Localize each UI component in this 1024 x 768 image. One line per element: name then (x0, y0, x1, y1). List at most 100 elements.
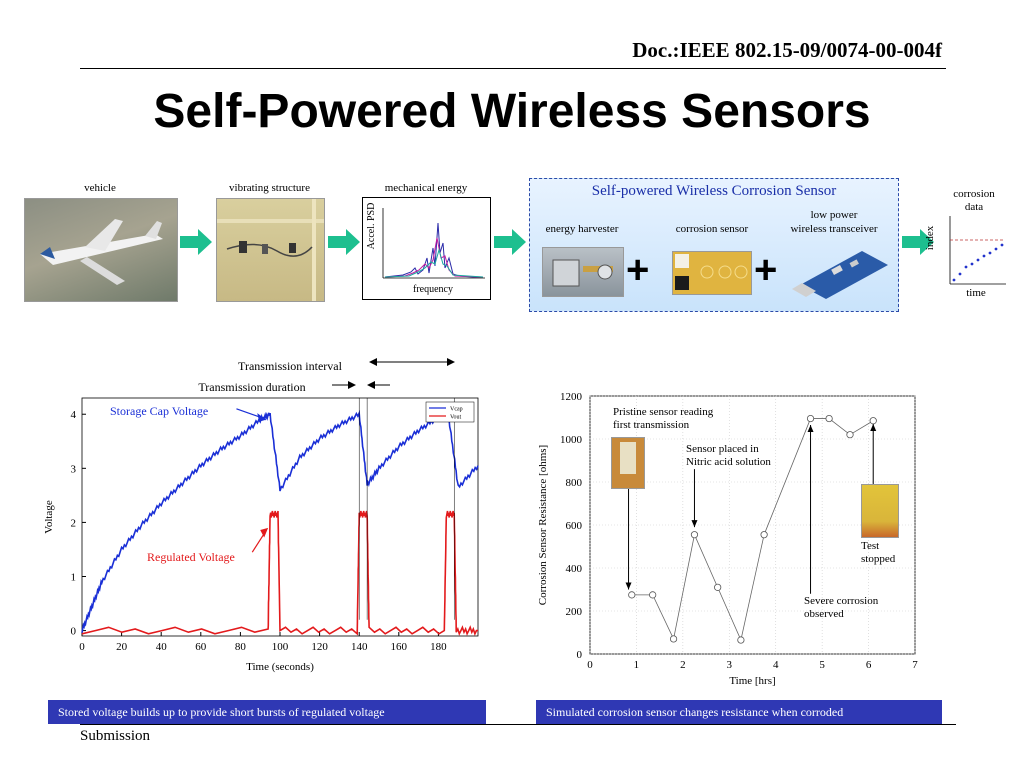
x-tick-label: 40 (156, 641, 168, 653)
severe-arrow-head (807, 425, 814, 433)
submission-label: Submission (80, 728, 151, 744)
legend-label: Vout (450, 415, 462, 421)
data-point (669, 635, 678, 643)
test-stopped-arrow-head (870, 423, 877, 431)
y-tick-label: 0 (577, 649, 583, 661)
structure-icon (217, 199, 324, 301)
y-tick-label: 600 (566, 520, 583, 532)
transceiver-label-1: low power (810, 209, 858, 221)
y-tick-label: 0 (71, 626, 77, 638)
flow-arrow-icon (902, 229, 934, 255)
y-tick-label: 1200 (560, 391, 583, 403)
data-point (628, 591, 636, 599)
x-tick-label: 120 (311, 641, 328, 653)
y-tick-label: 400 (566, 563, 583, 575)
test-stopped-annotation-1: Test (861, 540, 880, 552)
vehicle-label: vehicle (84, 182, 116, 194)
document-id: Doc.:IEEE 802.15-09/0074-00-004f (632, 38, 942, 62)
x-tick-label: 80 (235, 641, 247, 653)
corrosion-data-label-1: corrosion (953, 188, 995, 200)
series-line-vcap (81, 409, 479, 633)
x-tick-label: 7 (912, 659, 918, 671)
pristine-sensor-image (611, 437, 645, 489)
series-line-vout (81, 510, 478, 636)
placed-arrow-head (691, 520, 698, 528)
airplane-image (24, 198, 178, 302)
y-tick-label: 1 (71, 572, 77, 584)
y-tick-label: 3 (71, 463, 77, 475)
transceiver-label-2: wireless transceiver (790, 223, 878, 235)
data-point (806, 414, 815, 423)
severe-corrosion-annotation-1: Severe corrosion (804, 595, 879, 607)
storage-cap-annotation: Storage Cap Voltage (110, 404, 209, 418)
flow-arrow-icon (328, 229, 360, 255)
legend-label: Vcap (450, 407, 463, 413)
data-point (846, 431, 854, 439)
sensor-box-title: Self-powered Wireless Corrosion Sensor (591, 183, 837, 199)
data-point (760, 531, 768, 539)
transmission-arrows (332, 358, 455, 389)
index-label: index (924, 225, 936, 251)
pristine-annotation-1: Pristine sensor reading (613, 406, 714, 418)
page-title: Self-Powered Wireless Sensors (153, 85, 871, 138)
pristine-arrow-head (625, 582, 632, 590)
flow-arrow-icon (180, 229, 212, 255)
data-point (690, 531, 699, 539)
x-tick-label: 60 (195, 641, 207, 653)
x-tick-label: 100 (272, 641, 289, 653)
sensor-placed-annotation-2: Nitric acid solution (686, 456, 771, 468)
data-point (714, 583, 722, 591)
left-caption: Stored voltage builds up to provide shor… (48, 700, 486, 724)
structure-label: vibrating structure (229, 182, 310, 194)
flow-arrow-icon (494, 229, 526, 255)
x-tick-label: 180 (430, 641, 447, 653)
sensor-strip-icon (675, 254, 748, 290)
y-tick-label: 4 (71, 409, 77, 421)
x-tick-label: 5 (819, 659, 825, 671)
transmission-interval-label: Transmission interval (238, 359, 342, 373)
y-tick-label: 1000 (560, 434, 583, 446)
corrosion-sensor-label: corrosion sensor (675, 223, 749, 235)
sensor-placed-annotation-1: Sensor placed in (686, 443, 759, 455)
psd-plot: Accel. PSD frequency (362, 197, 491, 300)
x-tick-label: 1 (634, 659, 640, 671)
x-axis-label: Time [hrs] (729, 675, 775, 687)
storage-cap-arrowhead (257, 413, 267, 422)
x-axis-label: Time (seconds) (246, 661, 314, 673)
pristine-sensor-pad (620, 442, 636, 474)
vibrating-structure-image (216, 198, 325, 302)
psd-waveform (382, 208, 485, 279)
x-tick-label: 0 (79, 641, 85, 653)
usb-dongle-icon (792, 251, 888, 299)
regulated-arrowhead (260, 527, 269, 538)
plus-icon: + (626, 248, 650, 292)
y-tick-label: 2 (71, 517, 77, 529)
data-point (825, 414, 833, 423)
transceiver-image (792, 245, 892, 301)
corrosion-sensor-box: Self-powered Wireless Corrosion Sensor e… (529, 178, 899, 312)
regulated-annotation: Regulated Voltage (147, 550, 235, 564)
corrosion-data-label-2: data (964, 201, 984, 213)
x-tick-label: 3 (727, 659, 733, 671)
x-tick-label: 4 (773, 659, 779, 671)
energy-harvester-image (542, 247, 624, 297)
harvester-icon (552, 259, 613, 287)
data-point (737, 636, 745, 644)
x-tick-label: 6 (866, 659, 872, 671)
test-stopped-annotation-2: stopped (861, 553, 896, 565)
severe-corrosion-annotation-2: observed (804, 608, 844, 620)
harvester-label: energy harvester (545, 223, 619, 235)
y-axis-label: Corrosion Sensor Resistance [ohms] (537, 445, 549, 605)
x-tick-label: 140 (351, 641, 368, 653)
plus-icon: + (754, 248, 778, 292)
y-tick-label: 200 (566, 606, 583, 618)
corroded-sensor-image (861, 484, 899, 538)
transmission-duration-label: Transmission duration (198, 380, 306, 394)
header-rule (80, 68, 946, 69)
time-label: time (966, 287, 986, 299)
y-axis-label: Voltage (43, 500, 55, 534)
pristine-annotation-2: first transmission (613, 419, 690, 431)
corrosion-data-mini-plot (949, 216, 1006, 285)
x-tick-label: 160 (391, 641, 408, 653)
